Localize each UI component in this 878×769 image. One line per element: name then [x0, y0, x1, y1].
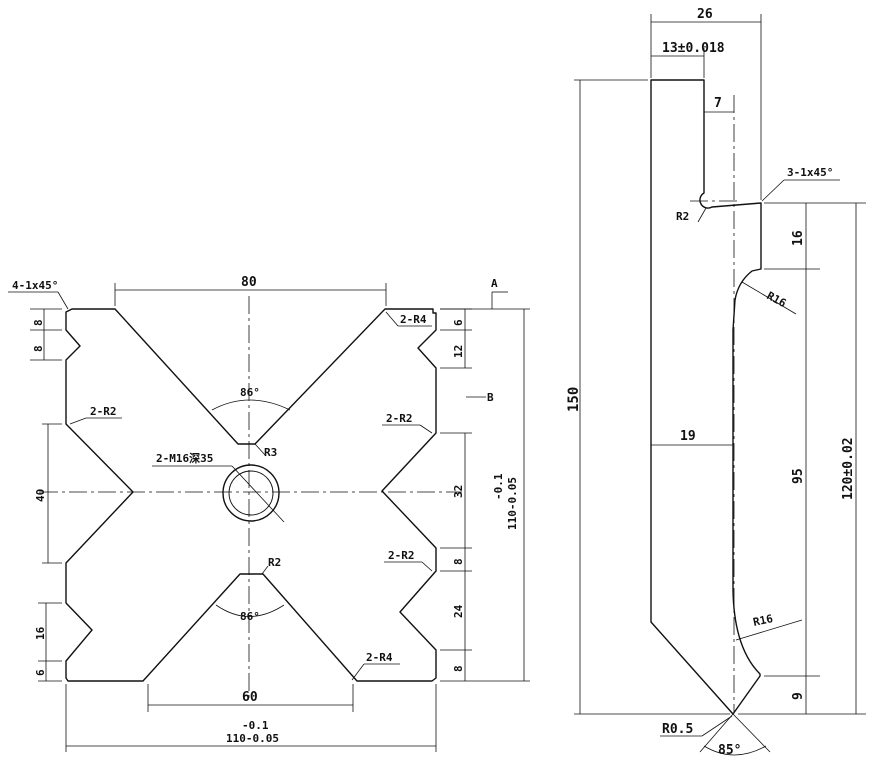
- left-dim-6: 6: [34, 669, 47, 676]
- dim-7-label: 7: [714, 96, 722, 111]
- dim-16-label: 16: [791, 230, 806, 246]
- r16-top-leader: [741, 281, 797, 315]
- chamfer-side-label: 3-1x45°: [787, 166, 833, 179]
- angle-85-label: 85°: [718, 743, 741, 758]
- right-dim-12: 12: [452, 345, 465, 358]
- dim-60-label: 60: [242, 690, 258, 705]
- r16-bottom-label: R16: [752, 612, 775, 629]
- r16-bottom-leader: [735, 619, 803, 641]
- threaded-hole-inner: [228, 470, 274, 516]
- left-dim-8b: 8: [32, 345, 45, 352]
- threaded-hole-outer: [222, 464, 280, 522]
- right-dim-6: 6: [452, 319, 465, 326]
- front-view: 2-M16深35 80 86° R3 86° R2 60 -0.1 110-0.…: [8, 275, 530, 752]
- r4-top-leader: [385, 311, 399, 327]
- r05-leader: [701, 715, 733, 737]
- dim-150-label: 150: [566, 387, 582, 412]
- r2-left-leader: [69, 417, 87, 425]
- r3-leader: [254, 443, 267, 457]
- r2-bottom-leader: [261, 565, 269, 575]
- r4-top-callout: 2-R4: [400, 313, 427, 326]
- dim-19-label: 19: [680, 429, 696, 444]
- dim-9-label: 9: [791, 692, 806, 700]
- angle-85-side-left: [699, 713, 734, 753]
- angle-bottom-label: 86°: [240, 610, 260, 623]
- r2-right-lower-leader: [421, 561, 433, 572]
- dim-110w-upper: -0.1: [242, 719, 269, 732]
- r4-bottom-leader: [351, 663, 365, 681]
- left-dim-40: 40: [34, 489, 47, 502]
- r4-bottom-callout: 2-R4: [366, 651, 393, 664]
- r2-right-upper-callout: 2-R2: [386, 412, 413, 425]
- r2-bottom-label: R2: [268, 556, 281, 569]
- side-view: 26 13±0.018 7 150 19 R2 3-1x45° R16 R16: [566, 7, 866, 758]
- thread-callout: 2-M16深35: [156, 451, 213, 465]
- right-dim-32: 32: [452, 485, 465, 498]
- dim-120-label: 120±0.02: [841, 437, 856, 500]
- chamfer-leader: [57, 291, 69, 310]
- r2-right-upper-leader: [419, 424, 433, 434]
- datum-a-label: A: [491, 277, 498, 290]
- front-view-outline: [65, 308, 437, 682]
- r3-label: R3: [264, 446, 277, 459]
- right-dim-8b: 8: [452, 665, 465, 672]
- angle-bottom-arc: [215, 604, 285, 617]
- r05-label: R0.5: [662, 722, 693, 737]
- r2-right-lower-callout: 2-R2: [388, 549, 415, 562]
- chamfer-side-leader: [761, 179, 785, 202]
- dim-110w-lower: 110-0.05: [226, 732, 279, 745]
- right-dim-8a: 8: [452, 558, 465, 565]
- angle-85-arc: [703, 745, 767, 756]
- left-dim-8a: 8: [32, 319, 45, 326]
- chamfer-callout: 4-1x45°: [12, 279, 58, 292]
- thread-leader: [231, 465, 285, 523]
- r2-left-callout: 2-R2: [90, 405, 117, 418]
- left-dim-16: 16: [34, 626, 47, 640]
- r2-side-label: R2: [676, 210, 689, 223]
- angle-85-side-right: [732, 713, 771, 753]
- angle-top-label: 86°: [240, 386, 260, 399]
- dim-80-label: 80: [241, 275, 257, 290]
- dim-26-label: 26: [697, 7, 713, 22]
- angle-top-arc: [211, 399, 291, 411]
- side-view-outline: [650, 79, 762, 715]
- datum-b-label: B: [487, 391, 494, 404]
- dim-110h-lower: 110-0.05: [506, 477, 519, 530]
- dim-110h-upper: -0.1: [492, 473, 505, 500]
- r2-side-leader: [697, 207, 707, 223]
- dim-13-label: 13±0.018: [662, 41, 725, 56]
- right-dim-24: 24: [452, 604, 465, 618]
- dim-95-label: 95: [791, 468, 806, 484]
